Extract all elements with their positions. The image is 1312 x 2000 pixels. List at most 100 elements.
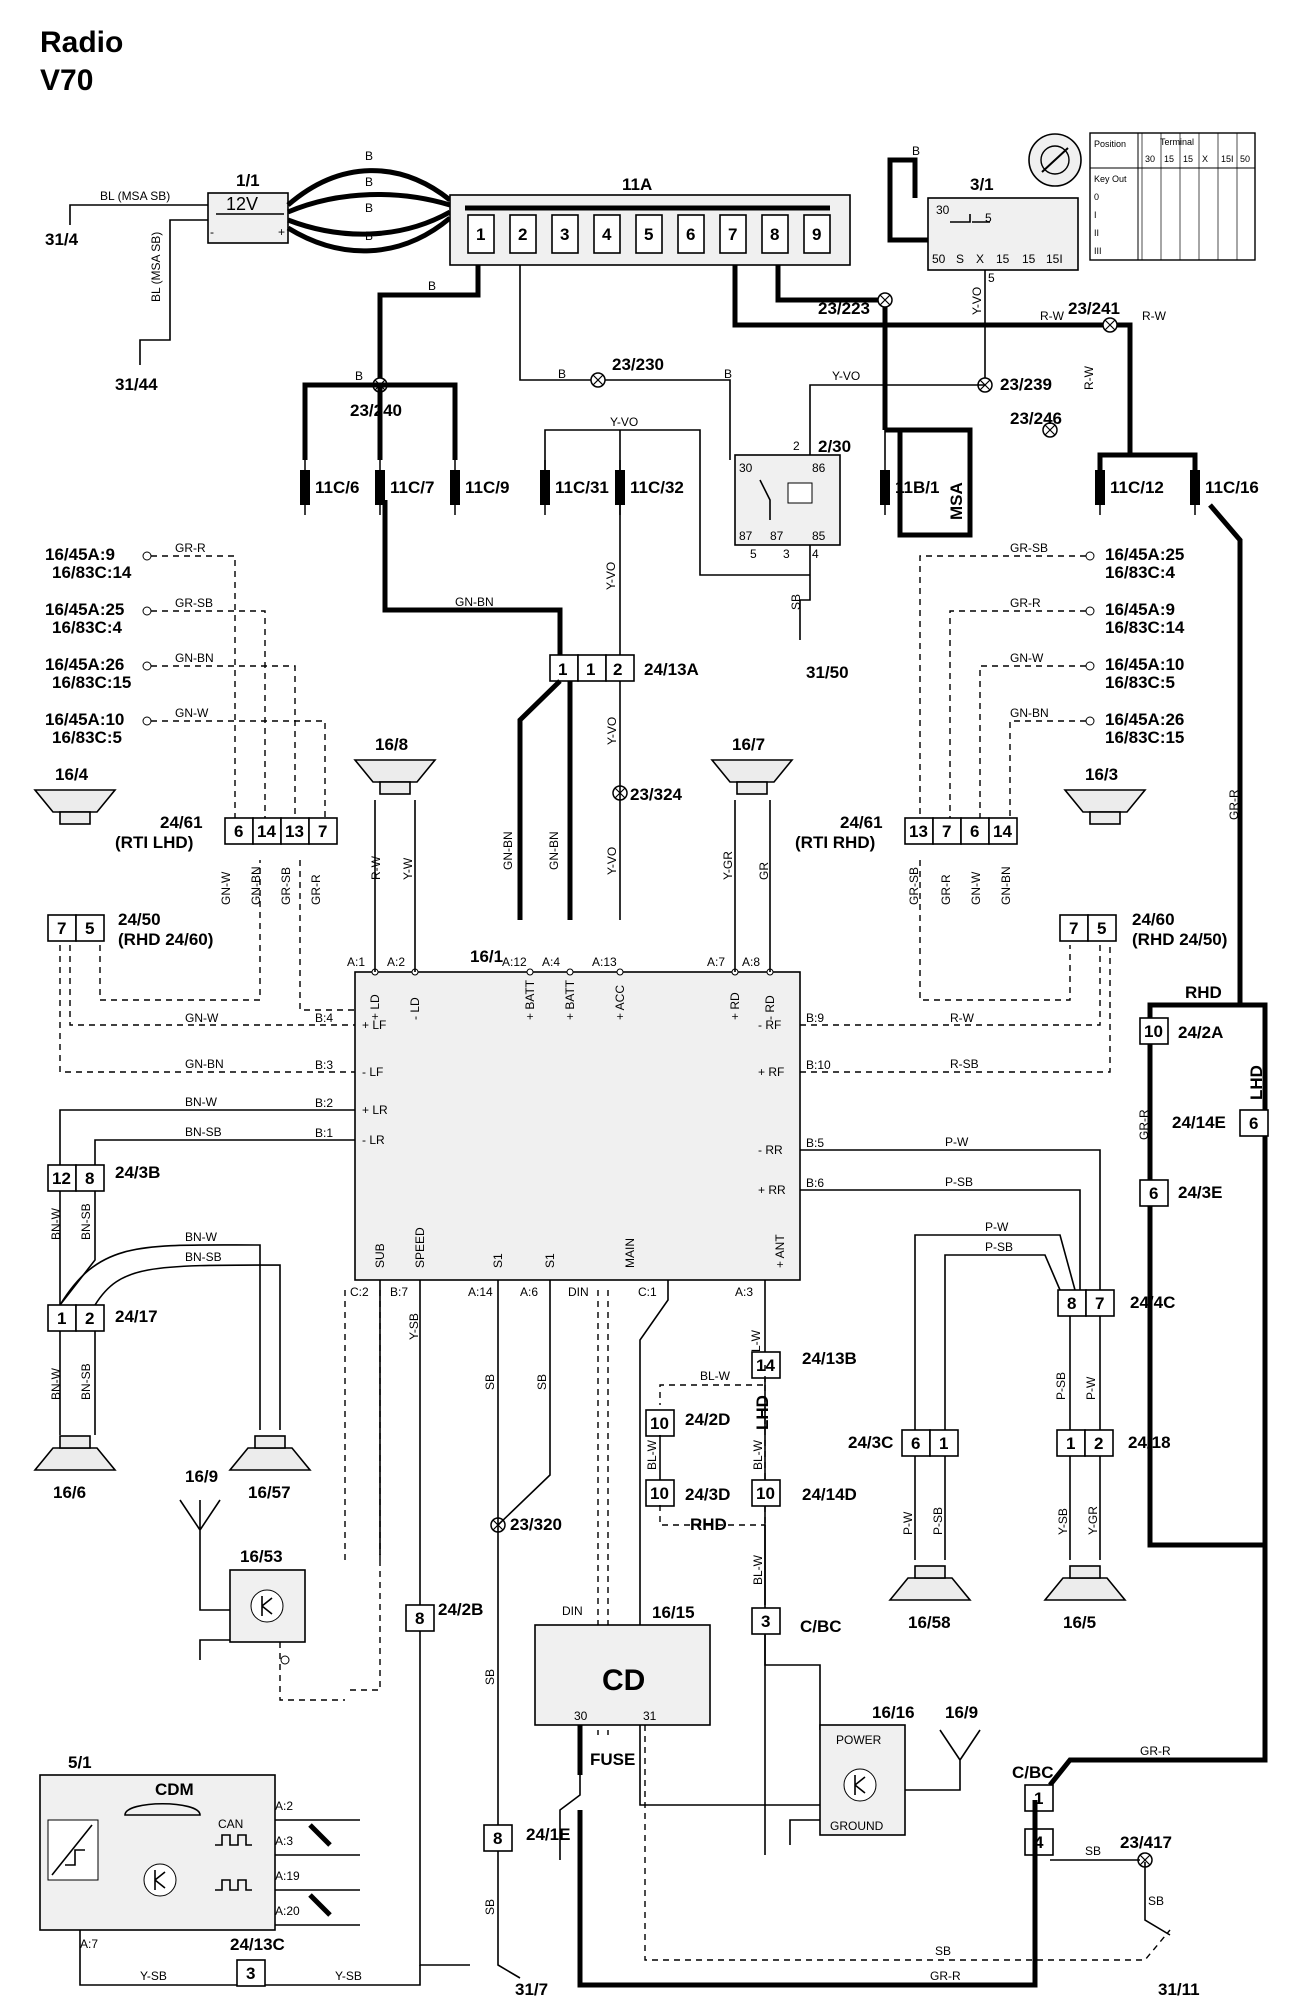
svg-text:10: 10 (756, 1484, 775, 1503)
svg-text:24/14E: 24/14E (1172, 1113, 1226, 1132)
svg-text:14: 14 (756, 1356, 775, 1375)
svg-text:GR-R: GR-R (175, 541, 206, 555)
svg-text:GR-SB: GR-SB (1010, 541, 1048, 555)
svg-text:85: 85 (812, 529, 826, 543)
svg-text:GN-BN: GN-BN (1010, 706, 1049, 720)
svg-text:16/45A:25: 16/45A:25 (1105, 545, 1184, 564)
svg-text:GR-R: GR-R (1227, 789, 1241, 820)
svg-text:16/5: 16/5 (1063, 1613, 1096, 1632)
svg-text:C/BC: C/BC (800, 1617, 842, 1636)
svg-text:SB: SB (1085, 1844, 1101, 1858)
svg-text:5: 5 (988, 271, 995, 285)
splice-point (590, 372, 606, 388)
svg-text:Y-SB: Y-SB (1056, 1508, 1070, 1535)
svg-text:24/13B: 24/13B (802, 1349, 857, 1368)
svg-text:Terminal: Terminal (1160, 137, 1194, 147)
wire-23-240-dist (302, 382, 458, 460)
svg-text:11C/31: 11C/31 (555, 478, 609, 497)
connector-24-13b: 14 (751, 1351, 781, 1379)
svg-text:BL-W: BL-W (751, 1554, 765, 1585)
page-title-line2: V70 (40, 64, 93, 97)
cd-player: 16/15 DIN CD 30 31 (534, 1603, 711, 1726)
svg-text:SB: SB (1148, 1894, 1164, 1908)
svg-text:LHD: LHD (753, 1395, 772, 1430)
svg-text:BL-W: BL-W (645, 1439, 659, 1470)
svg-text:B: B (428, 279, 436, 293)
svg-text:A:2: A:2 (275, 1799, 293, 1813)
svg-text:A:1: A:1 (347, 955, 365, 969)
svg-text:5: 5 (750, 547, 757, 561)
wire-gnbn-batt (382, 500, 563, 655)
svg-text:16/53: 16/53 (240, 1547, 283, 1566)
svg-text:+ BATT: + BATT (523, 979, 537, 1020)
svg-text:7: 7 (728, 225, 737, 244)
svg-text:5: 5 (985, 211, 992, 225)
connector-24-3d: 10 (645, 1479, 675, 1507)
fusebox-pin: 5 (635, 214, 663, 254)
svg-text:SUB: SUB (373, 1243, 387, 1268)
svg-text:7: 7 (318, 822, 327, 841)
svg-text:A:7: A:7 (707, 955, 725, 969)
svg-text:6: 6 (1149, 1184, 1158, 1203)
svg-text:MSA: MSA (947, 482, 966, 520)
connector-24-2a: 10 (1139, 1017, 1169, 1045)
fusebox-pin: 4 (593, 214, 621, 254)
ground-31-4: 31/4 (45, 230, 79, 249)
svg-text:X: X (1202, 154, 1208, 164)
svg-text:BL-W: BL-W (700, 1369, 731, 1383)
fuse-11C-9: 11C/9 (450, 460, 509, 515)
svg-text:+ RF: + RF (758, 1065, 784, 1079)
svg-text:24/60: 24/60 (1132, 910, 1175, 929)
svg-text:50: 50 (1240, 154, 1250, 164)
svg-text:10: 10 (650, 1414, 669, 1433)
svg-text:16/45A:10: 16/45A:10 (45, 710, 124, 729)
svg-text:4: 4 (602, 225, 612, 244)
svg-text:MAIN: MAIN (623, 1238, 637, 1268)
svg-text:16/45A:26: 16/45A:26 (1105, 710, 1184, 729)
svg-text:BL (MSA SB): BL (MSA SB) (100, 189, 170, 203)
svg-text:24/61: 24/61 (840, 813, 883, 832)
svg-text:P-SB: P-SB (945, 1175, 973, 1189)
svg-text:30: 30 (574, 1709, 588, 1723)
svg-text:DIN: DIN (568, 1285, 589, 1299)
svg-text:15I: 15I (1221, 154, 1234, 164)
svg-text:GR-R: GR-R (309, 874, 323, 905)
svg-text:6: 6 (234, 822, 243, 841)
svg-text:I: I (1094, 210, 1097, 220)
svg-text:7: 7 (1069, 919, 1078, 938)
svg-text:GROUND: GROUND (830, 1819, 884, 1833)
svg-text:A:20: A:20 (275, 1904, 300, 1918)
svg-text:P-W: P-W (1084, 1376, 1098, 1400)
connector-c-bc: 3 (751, 1607, 781, 1635)
svg-text:+ ACC: + ACC (613, 985, 627, 1020)
svg-text:24/17: 24/17 (115, 1307, 158, 1326)
svg-text:3: 3 (560, 225, 569, 244)
speaker-16-8: 16/8 (353, 735, 437, 795)
svg-text:0: 0 (1094, 192, 1099, 202)
svg-text:16/83C:4: 16/83C:4 (52, 618, 122, 637)
svg-text:Key Out: Key Out (1094, 174, 1127, 184)
fusebox-pin: 8 (761, 214, 789, 254)
svg-text:14: 14 (993, 822, 1012, 841)
svg-text:16/83C:14: 16/83C:14 (1105, 618, 1185, 637)
ground-31-11: 31/11 (1158, 1980, 1200, 1999)
svg-text:Y-GR: Y-GR (1086, 1506, 1100, 1535)
svg-text:9: 9 (812, 225, 821, 244)
svg-text:P-W: P-W (945, 1135, 969, 1149)
svg-text:1: 1 (558, 660, 567, 679)
svg-text:BN-W: BN-W (185, 1230, 218, 1244)
svg-text:R-SB: R-SB (950, 1057, 979, 1071)
svg-text:11C/6: 11C/6 (315, 478, 359, 497)
svg-text:Position: Position (1094, 139, 1126, 149)
svg-text:16/83C:5: 16/83C:5 (52, 728, 122, 747)
svg-text:+ LF: + LF (362, 1018, 386, 1032)
svg-text:8: 8 (85, 1169, 94, 1188)
svg-text:RHD: RHD (1185, 983, 1222, 1002)
svg-text:- RD: - RD (763, 995, 777, 1020)
svg-text:5: 5 (644, 225, 653, 244)
